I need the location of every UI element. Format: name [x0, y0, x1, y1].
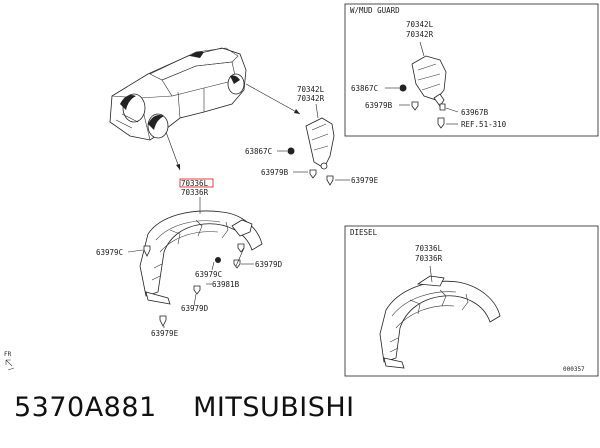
- highlight-70336l: [179, 178, 214, 188]
- mud-guard-clip-63967b: [439, 103, 446, 111]
- label-70342l: 70342L: [297, 85, 325, 94]
- label-63979c-mid: 63979C: [195, 270, 222, 279]
- diesel-label-70336l: 70336L: [415, 244, 443, 253]
- diesel-title: DIESEL: [350, 228, 378, 237]
- product-caption: 5370A881 MITSUBISHI: [14, 392, 355, 423]
- mud-label-70342l: 70342L: [406, 20, 434, 29]
- mud-label-63967b: 63967B: [461, 108, 489, 117]
- label-63979b: 63979B: [261, 168, 289, 177]
- label-63979d-bottom: 63979D: [181, 304, 209, 313]
- mud-guard-ref-part: [437, 117, 445, 129]
- mud-label-ref: REF.51-310: [461, 120, 507, 129]
- fr-label: FR: [4, 351, 12, 358]
- leader-lines-mud: [385, 41, 459, 125]
- callout-arrows: [165, 83, 301, 171]
- screw-63979e: [326, 175, 334, 186]
- splash-shield-70342: [305, 117, 335, 170]
- mud-guard-screw-63979b: [411, 101, 419, 111]
- diesel-panel: [344, 225, 599, 377]
- label-70342r: 70342R: [297, 94, 325, 103]
- mud-label-63867c: 63867C: [351, 84, 378, 93]
- clip-63867c: [287, 147, 295, 155]
- wheel-liner-70336: [139, 210, 263, 305]
- mud-guard-panel: [344, 3, 599, 137]
- diesel-label-70336r: 70336R: [415, 254, 443, 263]
- label-63979e: 63979E: [351, 176, 379, 185]
- label-63981b: 63981B: [212, 280, 240, 289]
- leader-lines-lower: [127, 197, 254, 328]
- mud-label-63979b: 63979B: [365, 101, 393, 110]
- mud-label-70342r: 70342R: [406, 30, 434, 39]
- brand-name: MITSUBISHI: [193, 392, 355, 423]
- label-63867c: 63867C: [245, 147, 272, 156]
- vehicle-illustration: [109, 47, 247, 141]
- mud-guard-part: [411, 55, 447, 107]
- part-number: 5370A881: [14, 392, 157, 423]
- drawing-code: 000357: [563, 366, 585, 373]
- diesel-wheel-liner: [379, 275, 501, 369]
- diesel-leader: [429, 265, 433, 283]
- mud-guard-clip-63867c: [399, 84, 407, 92]
- front-orientation-arrow: FR: [4, 351, 15, 371]
- label-70336r: 70336R: [181, 188, 209, 197]
- leader-lines-center: [277, 103, 350, 181]
- label-70336l: 70336L: [181, 179, 209, 188]
- label-63979e-bottom: 63979E: [151, 329, 179, 338]
- label-63979c-left: 63979C: [96, 248, 123, 257]
- mud-guard-title: W/MUD GUARD: [350, 6, 400, 15]
- screw-63979b: [309, 169, 317, 179]
- fasteners-70336: [143, 243, 245, 327]
- label-63979d-right: 63979D: [255, 260, 283, 269]
